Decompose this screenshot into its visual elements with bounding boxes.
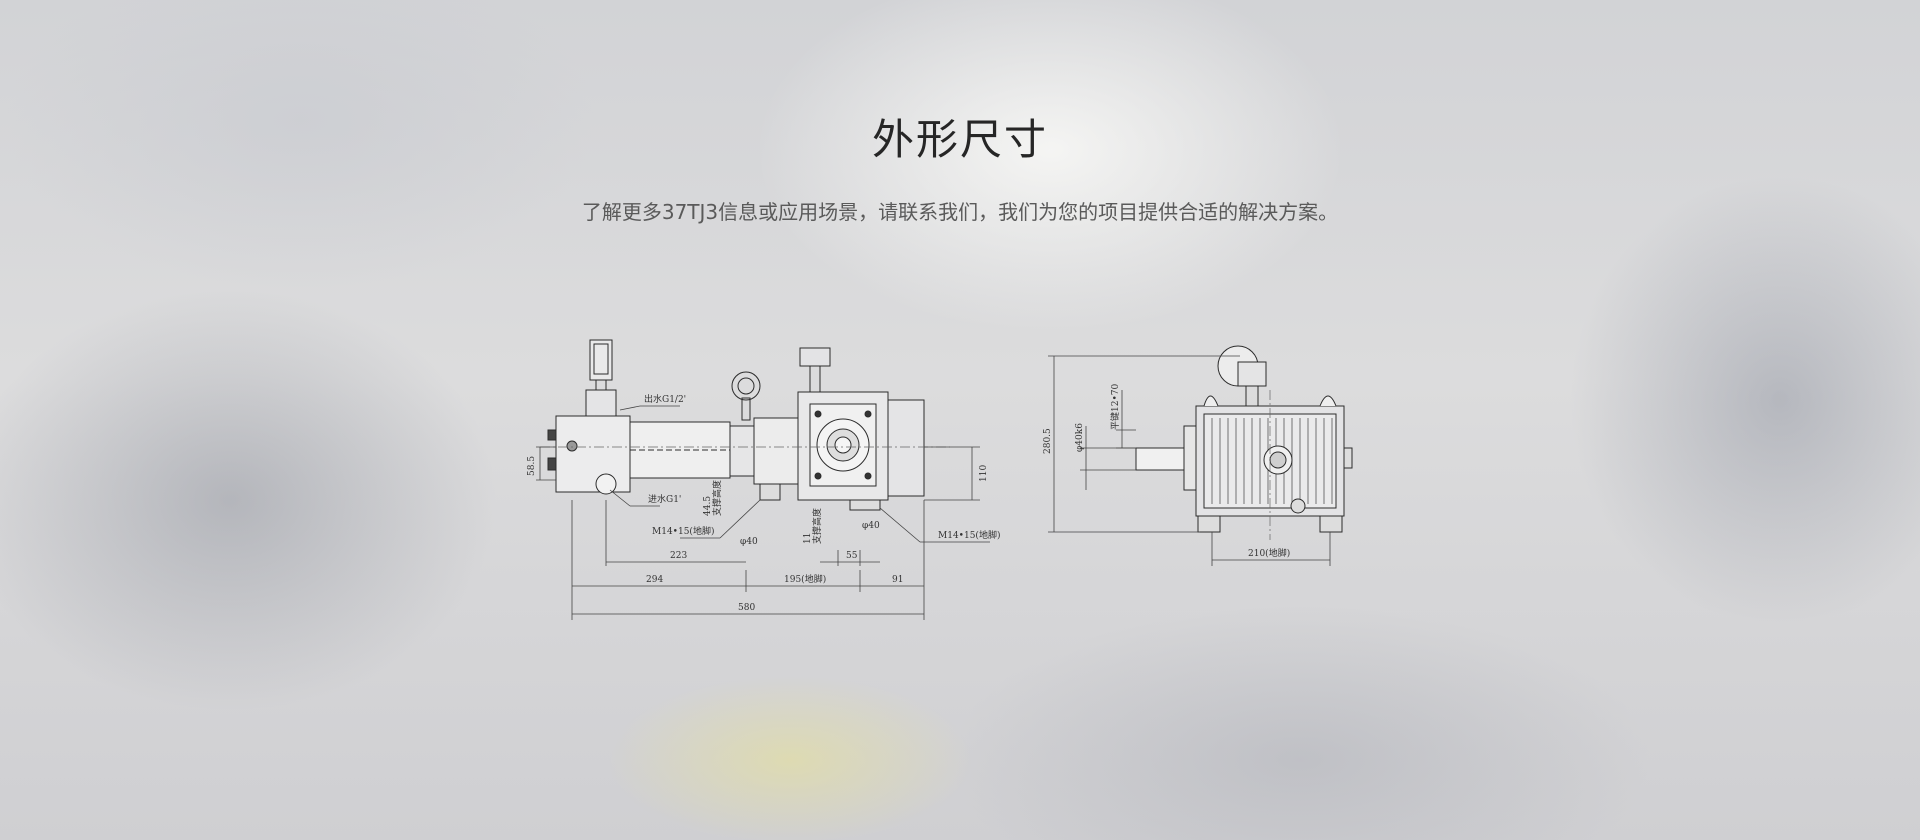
label-outlet: 出水G1/2' xyxy=(644,393,686,405)
label-280-5: 280.5 xyxy=(1043,428,1053,454)
label-44-5: 44.5 xyxy=(703,496,713,516)
label-55: 55 xyxy=(846,551,858,561)
label-support-left: 支撑高度 xyxy=(711,480,723,516)
label-210: 210(地脚) xyxy=(1248,547,1290,559)
label-58-5: 58.5 xyxy=(527,456,537,476)
label-223: 223 xyxy=(670,551,687,561)
label-11: 11 xyxy=(803,533,813,544)
label-294: 294 xyxy=(646,575,663,585)
side-view: 出水G1/2' 进水G1' M14•15(地脚) M14•15(地脚) 223 … xyxy=(527,339,1000,620)
section-title: 外形尺寸 xyxy=(871,115,1048,164)
section-subtitle: 了解更多37TJ3信息或应用场景，请联系我们，我们为您的项目提供合适的解决方案。 xyxy=(581,200,1339,224)
front-view: 280.5 φ40k6 平键12•70 210(地脚) xyxy=(1043,345,1353,566)
label-91: 91 xyxy=(892,575,903,585)
label-580: 580 xyxy=(738,603,755,613)
label-phi40-b: φ40 xyxy=(862,521,880,531)
label-phi40-a: φ40 xyxy=(740,537,758,547)
label-195: 195(地脚) xyxy=(784,573,826,585)
label-foot-bolt-right: M14•15(地脚) xyxy=(938,529,1000,541)
label-inlet: 进水G1' xyxy=(648,493,681,505)
label-110: 110 xyxy=(979,465,989,482)
drawing-svg: 出水G1/2' 进水G1' M14•15(地脚) M14•15(地脚) 223 … xyxy=(527,339,1353,620)
label-key: 平键12•70 xyxy=(1109,384,1121,430)
label-phi40k6: φ40k6 xyxy=(1075,423,1085,452)
pump-dimension-drawing: 出水G1/2' 进水G1' M14•15(地脚) M14•15(地脚) 223 … xyxy=(520,330,1400,630)
label-support-right: 支撑高度 xyxy=(811,508,823,544)
label-foot-bolt-left: M14•15(地脚) xyxy=(652,525,714,537)
